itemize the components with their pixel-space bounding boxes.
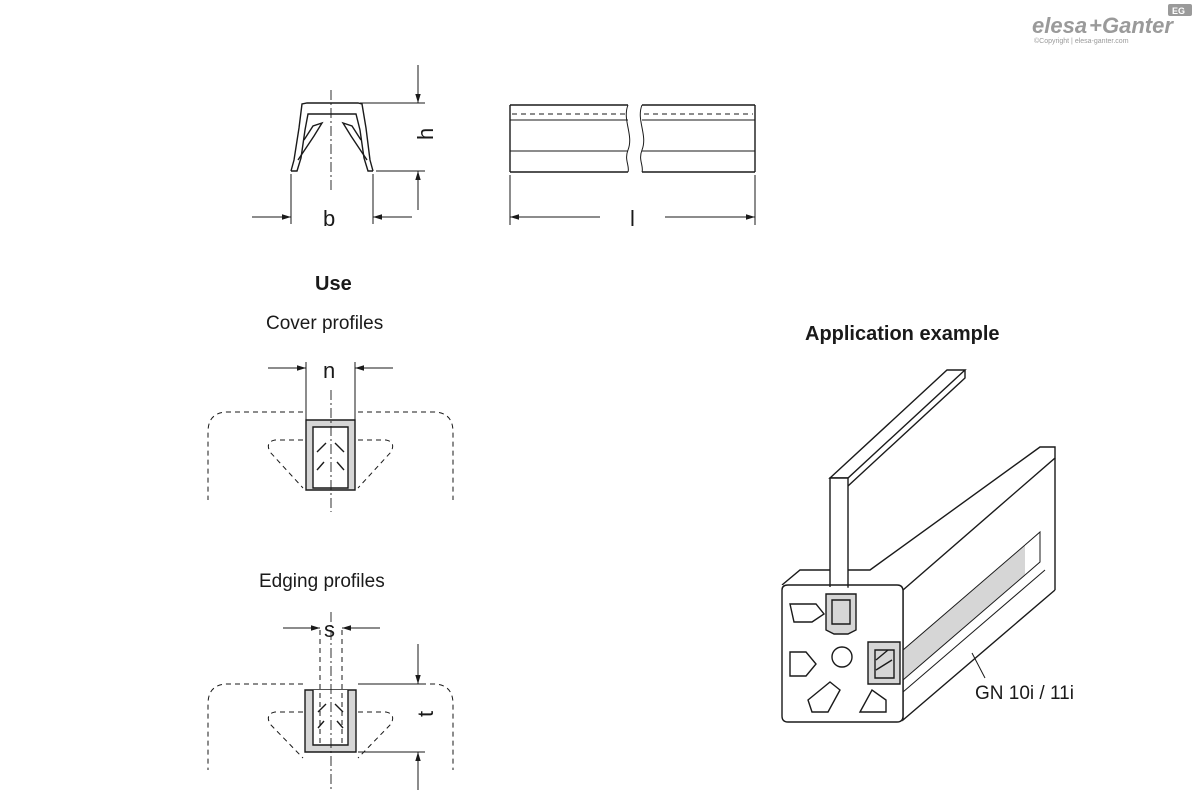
logo-brand-right: Ganter <box>1102 13 1174 38</box>
dim-h-label: h <box>413 128 438 140</box>
use-heading: Use <box>315 273 352 295</box>
dim-t-label: t <box>413 711 438 717</box>
cover-profile-drawing: n <box>207 358 454 512</box>
part-label: GN 10i / 11i <box>975 683 1074 704</box>
dim-l-label: l <box>630 206 635 231</box>
profile-side-view: l <box>509 104 756 231</box>
edging-profiles-title: Edging profiles <box>259 571 385 592</box>
dim-n-label: n <box>323 358 335 383</box>
brand-logo: elesa + Ganter EG ©Copyright | elesa-gan… <box>1032 4 1192 45</box>
cover-profiles-title: Cover profiles <box>266 313 383 334</box>
dim-s-label: s <box>324 617 335 642</box>
logo-badge: EG <box>1172 6 1185 16</box>
dim-b-label: b <box>323 206 335 231</box>
logo-brand-plus: + <box>1089 13 1102 38</box>
edging-profile-drawing: s t <box>207 612 454 790</box>
application-example-drawing: GN 10i / 11i <box>781 369 1074 723</box>
logo-brand-left: elesa <box>1032 13 1087 38</box>
logo-copyright: ©Copyright | elesa-ganter.com <box>1034 37 1129 45</box>
logo-badge-icon <box>1168 4 1192 16</box>
application-heading: Application example <box>805 323 1000 345</box>
profile-cross-section: h b <box>252 65 438 231</box>
